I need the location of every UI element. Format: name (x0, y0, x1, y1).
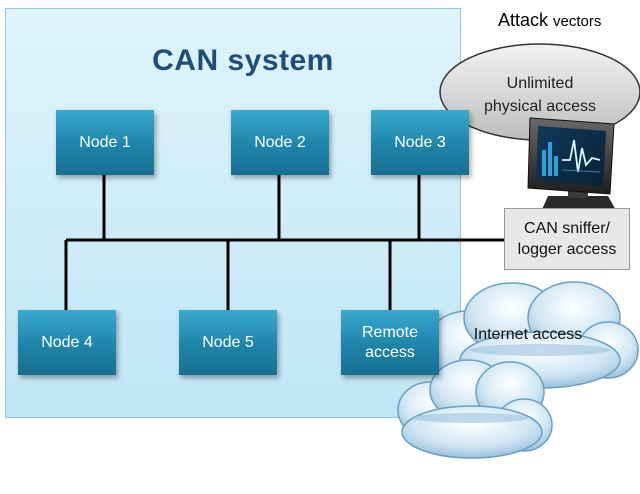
node-5: Node 5 (179, 310, 277, 375)
can-bus (64, 175, 505, 310)
sniffer-line-2: logger access (517, 241, 617, 258)
attack-title-main: Attack (498, 10, 549, 30)
node-3: Node 3 (371, 110, 469, 175)
computer-monitor-icon (527, 117, 618, 214)
diagram-title: CAN system (152, 44, 334, 77)
remote-access-line-1: Remote (361, 323, 419, 341)
physical-access-label: Unlimited physical access (445, 72, 635, 118)
node-4: Node 4 (18, 310, 116, 375)
physical-access-line-2: physical access (483, 98, 597, 115)
internet-access-label: Internet access (473, 326, 583, 343)
physical-access-line-1: Unlimited (506, 75, 574, 92)
remote-access-line-2: access (365, 343, 415, 361)
node-1: Node 1 (56, 110, 154, 175)
attack-vectors-title: Attack vectors (498, 10, 601, 31)
sniffer-line-1: CAN sniffer/ (524, 220, 610, 237)
attack-title-small: vectors (553, 13, 602, 30)
node-2: Node 2 (231, 110, 329, 175)
remote-access-node: Remote access (341, 310, 439, 375)
can-sniffer-box: CAN sniffer/ logger access (504, 208, 630, 270)
